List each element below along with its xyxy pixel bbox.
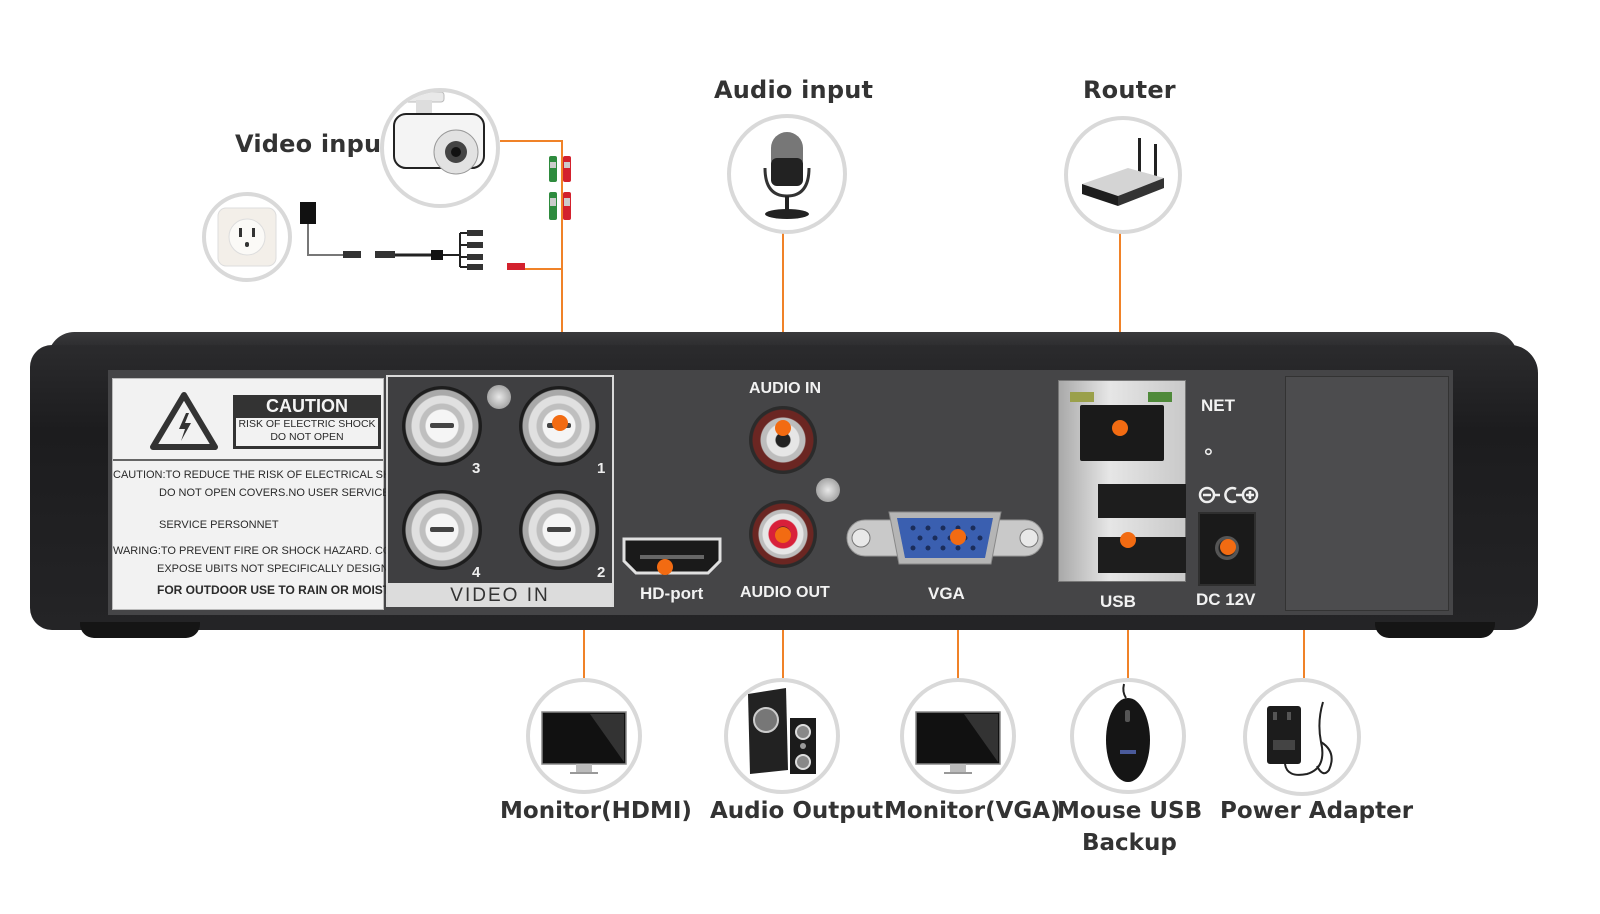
bnc-number-4: 4 [472,564,481,581]
audio-out-dot [775,527,791,543]
mouse-circle [1070,678,1186,794]
net-led-left [1070,392,1094,402]
monitor-icon [541,711,627,774]
audio-in-label: AUDIO IN [749,380,821,397]
camera-circle [380,88,500,208]
caution-sticker: CAUTION RISK OF ELECTRIC SHOCK DO NOT OP… [112,378,418,610]
caution-subtitle-box: RISK OF ELECTRIC SHOCK DO NOT OPEN [236,418,378,446]
net-dot [1112,420,1128,436]
audio-in-connector-line [782,228,784,428]
wall-outlet-icon [217,207,277,267]
caution-box: CAUTION RISK OF ELECTRIC SHOCK DO NOT OP… [233,395,381,449]
usb-label: USB [1100,592,1136,611]
vga-dot [950,529,966,545]
electric-hazard-icon [150,392,218,450]
caution-line3: SERVICE PERSONNET [159,519,279,531]
bnc-port-2[interactable] [519,490,599,570]
video-in-dot [552,415,568,431]
audio-in-dot [775,420,791,436]
caution-line6: FOR OUTDOOR USE TO RAIN OR MOISTURE [157,583,416,597]
audio-out-label: AUDIO OUT [740,584,830,601]
screw-icon [487,385,511,409]
caution-subtitle-line2: DO NOT OPEN [270,431,344,443]
hd-port-label: HD-port [640,584,704,603]
speakers-icon [748,688,816,774]
video-input-connector-line [500,140,562,142]
rca-plugs-icon [549,156,571,220]
video-in-label: VIDEO IN [450,585,550,606]
vga-label: VGA [928,584,965,603]
dc-polarity-icon [1198,486,1259,504]
caution-subtitle-line1: RISK OF ELECTRIC SHOCK [238,418,376,430]
caution-title: CAUTION [266,396,348,416]
bullet-camera-icon [393,92,485,175]
sticker-divider [113,459,383,461]
video-input-connector-line [561,140,563,423]
monitor-hdmi-circle [526,678,642,794]
mouse-backup-label: Backup [1082,830,1177,856]
caution-line5: EXPOSE UBITS NOT SPECIFICALLY DESIGNED [157,563,404,575]
mouse-symbol-icon: ⚬ [1200,440,1217,464]
vga-port[interactable] [845,508,1045,568]
video-in-label-strip [388,583,612,607]
mouse-usb-label: Mouse USB [1057,798,1203,824]
wall-outlet-circle [202,192,292,282]
net-label: NET [1201,396,1235,415]
router-connector-line [1119,232,1121,428]
bnc-port-3[interactable] [402,386,482,466]
power-adapter-circle [1243,678,1361,796]
power-splitter-cable-icon [300,202,525,270]
monitor-hdmi-label: Monitor(HDMI) [500,798,692,824]
monitor-vga-label: Monitor(VGA) [884,798,1061,824]
router-icon [1082,138,1164,206]
usb-port-top[interactable] [1098,484,1186,518]
bnc-number-2: 2 [597,564,606,581]
dvr-foot-right [1375,622,1495,638]
caution-line4: WARING:TO PREVENT FIRE OR SHOCK HAZARD. … [113,545,418,557]
bnc-number-1: 1 [597,460,606,477]
dvr-cover-plate [1285,376,1449,611]
router-heading: Router [1083,76,1176,104]
router-circle [1064,116,1182,234]
hdmi-port[interactable] [622,537,722,577]
audio-input-heading: Audio input [714,76,874,104]
dc-dot [1220,539,1236,555]
microphone-circle [727,114,847,234]
hdmi-dot [657,559,673,575]
net-led-right [1148,392,1172,402]
usb-dot [1120,532,1136,548]
caution-line2: DO NOT OPEN COVERS.NO USER SERVICEABLE [159,487,418,499]
monitor-vga-circle [900,678,1016,794]
power-adapter-icon [1267,701,1333,776]
dvr-foot-left [80,622,200,638]
video-input-heading: Video input [235,130,393,158]
usb-port-bottom[interactable] [1098,537,1186,573]
bnc-port-4[interactable] [402,490,482,570]
audio-in-jack[interactable] [749,406,817,474]
audio-output-label: Audio Output [710,798,884,824]
screw-icon [816,478,840,502]
mouse-icon [1106,683,1150,782]
video-input-connector-line [520,268,562,270]
bnc-number-3: 3 [472,460,481,477]
dc-12v-label: DC 12V [1196,590,1256,609]
speakers-circle [724,678,840,794]
monitor-icon [915,711,1001,774]
power-adapter-label: Power Adapter [1220,798,1414,824]
microphone-icon [763,132,811,219]
caution-line1: CAUTION:TO REDUCE THE RISK OF ELECTRICAL… [113,469,418,481]
